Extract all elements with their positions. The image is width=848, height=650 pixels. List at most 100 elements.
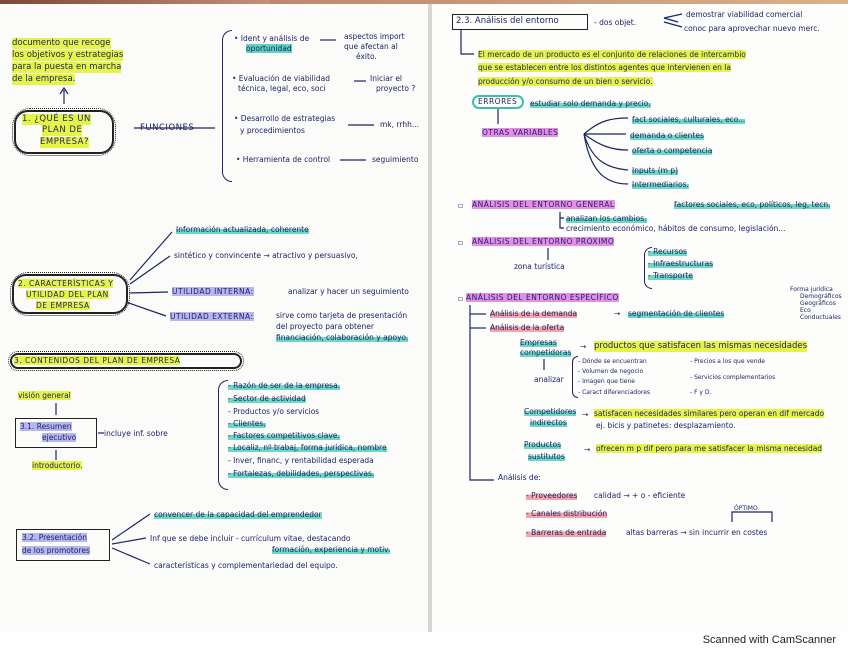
resumen-item: - Inver, financ, y rentabilidad esperada — [228, 456, 374, 465]
analisis-item-text: calidad → + o - eficiente — [594, 491, 686, 500]
mercado-definition: El mercado de un producto es el conjunto… — [478, 50, 746, 59]
function-result: Iniciar el — [370, 74, 403, 83]
analisis-item-label: - Barreras de entrada — [526, 528, 607, 537]
empresas-label: competidoras — [520, 348, 572, 357]
entorno-title-box — [452, 14, 588, 30]
analizar-item: - Volumen de negocio — [578, 368, 644, 375]
analisis-item-text: altas barreras → sin incurrir en costes — [626, 528, 768, 537]
function-item: oportunidad — [246, 44, 292, 53]
promotores-title: 3.2. Presentación — [22, 533, 87, 542]
page-gutter — [428, 4, 432, 632]
function-item: • Ident y análisis de — [234, 34, 310, 43]
indirectos-label: indirectos — [530, 418, 567, 427]
arrow-icon: → — [614, 309, 621, 318]
errores-text: estudiar solo demanda y precio. — [530, 99, 651, 108]
objective-item: conoc para aprovechar nuevo merc. — [684, 24, 820, 33]
proximo-label: ANÁLISIS DEL ENTORNO PRÓXIMO — [472, 237, 615, 246]
segment-type: Geográficos — [800, 300, 836, 307]
function-item: • Desarrollo de estrategias — [234, 114, 336, 123]
utilidad-interna-text: analizar y hacer un seguimiento — [288, 287, 409, 296]
bullet-icon: ▫ — [458, 201, 464, 210]
bullet-icon: ▫ — [458, 238, 464, 247]
proximo-item: - Transporte — [648, 271, 693, 280]
segment-type: Conductuales — [800, 314, 841, 321]
analisis-de-label: Análisis de: — [498, 473, 541, 482]
errores-label: ERRORES — [478, 97, 518, 106]
utilidad-externa-text: del proyecto para obtener — [276, 322, 374, 331]
general-sub: crecimiento económico, hábitos de consum… — [566, 224, 786, 233]
sustitutos-label: sustitutos — [528, 452, 565, 461]
variable-item: Inputs (m p) — [632, 166, 679, 175]
resumen-box — [15, 418, 97, 448]
analizar-item: - Servicios complementarios — [690, 374, 776, 381]
function-item: y procedimientos — [240, 126, 305, 135]
function-result: mk, rrhh... — [380, 120, 419, 129]
variable-item: demanda o clientes — [630, 131, 704, 140]
camscanner-watermark: Scanned with CamScanner — [702, 634, 836, 646]
segment-type: Demográficos — [800, 293, 842, 300]
analisis-item-label: - Proveedores — [526, 491, 578, 500]
arrow-icon: → — [582, 410, 589, 419]
resumen-item: - Clientes. — [228, 419, 266, 428]
otras-variables-label: OTRAS VARIABLES — [482, 128, 559, 137]
analizar-item: - Caract diferenciadores — [578, 389, 651, 396]
function-result: proyecto ? — [376, 84, 416, 93]
variable-item: fact sociales, culturales, eco... — [632, 115, 746, 124]
demanda-label: Análisis de la demanda — [490, 309, 578, 318]
variable-item: oferta o competencia — [632, 146, 713, 155]
especifico-label: ANÁLISIS DEL ENTORNO ESPECÍFICO — [466, 293, 619, 302]
empresas-label: Empresas — [520, 338, 557, 347]
analizar-brace — [572, 356, 578, 398]
definition-line: los objetivos y estrategias — [12, 50, 124, 61]
general-sub: analizan los cambios. — [566, 214, 647, 223]
utilidad-externa-text: sirve como tarjeta de presentación — [276, 311, 408, 320]
function-result: seguimiento — [372, 155, 419, 164]
resumen-below: introductorio. — [32, 461, 83, 470]
function-item: técnica, legal, eco, soci — [238, 84, 326, 93]
footer: Scanned with CamScanner — [0, 632, 848, 650]
scan-edge — [0, 0, 300, 4]
sustitutos-label: Productos — [524, 440, 561, 449]
promotores-item: formación, experiencia y motiv. — [272, 545, 391, 554]
arrow-icon: → — [584, 445, 591, 454]
definition-line: de la empresa. — [12, 74, 76, 85]
section-2-title: 2. CARACTERÍSTICAS Y — [18, 279, 114, 288]
resumen-item: - Factores competitivos clave. — [228, 431, 340, 440]
funciones-label: FUNCIONES — [140, 123, 195, 133]
zona-turistica: zona turística — [514, 262, 565, 271]
function-item: • Herramienta de control — [236, 155, 331, 164]
segmentacion-label: segmentación de clientes — [628, 309, 725, 318]
definition-line: documento que recoge — [12, 38, 111, 49]
characteristic-item: sintético y convincente → atractivo y pe… — [174, 251, 358, 260]
promotores-box — [16, 529, 110, 561]
optimo-label: ÓPTIMO — [734, 505, 758, 512]
empresas-text: productos que satisfacen las mismas nece… — [594, 341, 808, 352]
section-1-title: 1. ¿QUÉ ES UN — [22, 114, 91, 125]
segment-type: Eco — [800, 307, 811, 314]
analizar-item: - F y D. — [690, 389, 712, 396]
objective-item: demostrar viabilidad comercial — [686, 10, 803, 19]
mercado-definition: producción y/o consumo de un bien o serv… — [478, 77, 653, 86]
general-text: factores sociales, eco, políticos, leg, … — [674, 200, 831, 209]
section-1-title: EMPRESA? — [40, 137, 89, 148]
section-1-title: PLAN DE — [42, 125, 83, 136]
sustitutos-text: ofrecen m p dif pero para me satisfacer … — [596, 444, 823, 453]
functions-brace — [222, 30, 232, 182]
analizar-item: - Precios a los que vende — [690, 358, 765, 365]
promotores-item: Inf que se debe incluir - currículum vit… — [150, 534, 351, 543]
indirectos-label: Competidores — [524, 407, 577, 416]
resumen-title: ejecutivo — [42, 433, 77, 442]
variable-item: Intermediarios. — [632, 180, 689, 189]
objectives-label: - dos objet. — [594, 18, 637, 27]
function-item: • Evaluación de viabilidad — [232, 74, 330, 83]
errores-cloud — [472, 95, 524, 109]
section-2-title: UTILIDAD DEL PLAN — [26, 290, 109, 299]
resumen-item: - Razón de ser de la empresa. — [228, 381, 341, 390]
function-result: aspectos import — [344, 32, 405, 41]
definition-line: para la puesta en marcha — [12, 62, 122, 73]
utilidad-interna-label: UTILIDAD INTERNA: — [172, 287, 254, 296]
function-result: que afectan al — [344, 42, 398, 51]
characteristic-item: Información actualizada, coherente — [176, 225, 309, 234]
analizar-item: - Dónde se encuentran — [578, 358, 647, 365]
utilidad-externa-label: UTILIDAD EXTERNA: — [170, 312, 254, 321]
